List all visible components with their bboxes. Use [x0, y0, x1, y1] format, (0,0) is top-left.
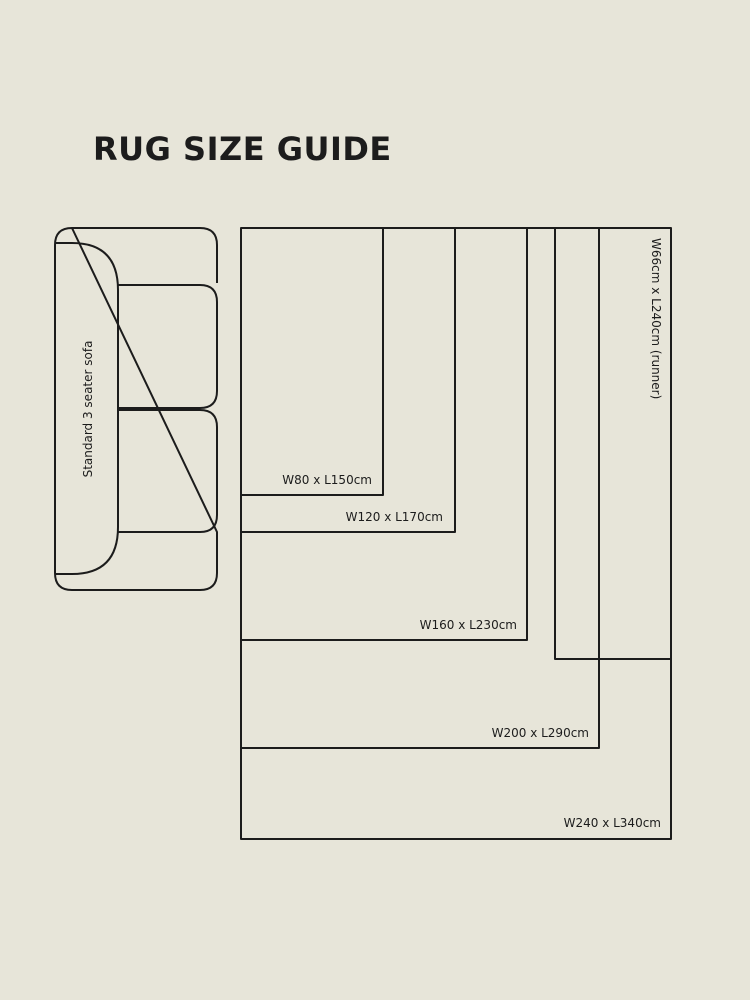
- rug-outline-w80: [241, 228, 384, 496]
- rug-label-w240: W240 x L340cm: [564, 816, 661, 830]
- sofa-cushion-top: [118, 284, 218, 409]
- rug-label-w120: W120 x L170cm: [346, 510, 443, 524]
- rug-outline-w120: [241, 228, 456, 533]
- sofa-cushion-bottom: [118, 409, 218, 533]
- rug-label-w80: W80 x L150cm: [282, 473, 372, 487]
- rug-label-w200: W200 x L290cm: [492, 726, 589, 740]
- rug-label-runner: W66cm x L240cm (runner): [649, 238, 663, 399]
- sofa-outline: [54, 227, 218, 591]
- rug-label-w160: W160 x L230cm: [420, 618, 517, 632]
- rug-outline-w160: [241, 228, 528, 641]
- sofa-drawing: Standard 3 seater sofa: [54, 227, 218, 591]
- page-title: RUG SIZE GUIDE: [93, 130, 392, 168]
- sofa-label: Standard 3 seater sofa: [81, 341, 95, 478]
- rug-outline-w200: [241, 228, 600, 749]
- rug-outline-runner: [554, 228, 671, 660]
